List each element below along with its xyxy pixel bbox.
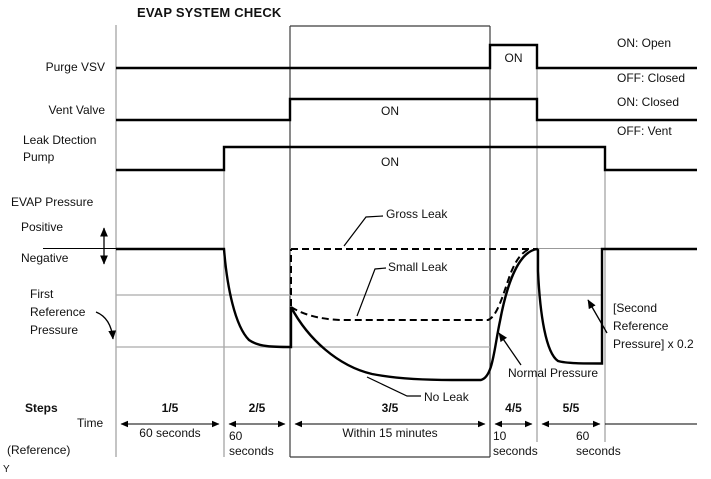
purge-vsv-waveform xyxy=(116,43,697,70)
reference-lines xyxy=(116,294,602,348)
leak-pump-label-line1: Leak Dtection xyxy=(23,133,97,147)
leak-pump-on-label: ON xyxy=(381,155,399,169)
gross-leak-label: Gross Leak xyxy=(386,207,448,221)
step-2-number: 2/5 xyxy=(248,401,266,415)
time-axis-label: Time xyxy=(77,416,104,430)
first-reference-label-line1: First xyxy=(30,287,54,301)
small-leak-label: Small Leak xyxy=(388,260,448,274)
purge-vsv-on-label: ON xyxy=(504,51,523,65)
vent-valve-label: Vent Valve xyxy=(48,103,105,117)
legend-vent-off: OFF: Vent xyxy=(617,124,672,138)
step-5-time: 60 seconds xyxy=(576,429,621,458)
second-reference-label-line3: Pressure] x 0.2 xyxy=(613,337,694,351)
leak-detection-pump-waveform xyxy=(116,145,697,172)
second-reference-label-line1: [Second xyxy=(613,301,658,315)
normal-pressure-label: Normal Pressure xyxy=(508,366,599,380)
step-4-time: 10 seconds xyxy=(493,429,538,458)
evap-pressure-no-leak-curve xyxy=(116,247,697,382)
corner-mark: Y xyxy=(3,464,10,475)
step-4-number: 4/5 xyxy=(505,401,522,415)
gross-leak-curve xyxy=(290,248,537,306)
steps-axis-label: Steps xyxy=(25,401,58,415)
evap-pressure-label: EVAP Pressure xyxy=(11,195,94,209)
small-leak-curve xyxy=(290,248,531,321)
normal-pressure-arrow xyxy=(498,332,522,366)
first-reference-arrow xyxy=(95,311,117,340)
positive-label: Positive xyxy=(21,220,64,234)
second-reference-arrow xyxy=(587,299,608,334)
gridlines xyxy=(115,25,606,457)
step-3-time: Within 15 minutes xyxy=(342,426,438,440)
vent-valve-on-label: ON xyxy=(381,104,399,118)
legend-purge-on: ON: Open xyxy=(617,36,672,50)
no-leak-leader xyxy=(366,376,421,397)
leak-pump-label-line2: Pump xyxy=(23,150,55,164)
first-reference-label-line2: Reference xyxy=(30,305,86,319)
legend-purge-off: OFF: Closed xyxy=(617,71,686,85)
step-1-number: 1/5 xyxy=(161,401,179,415)
first-reference-label-line3: Pressure xyxy=(30,323,79,337)
page-title: EVAP SYSTEM CHECK xyxy=(137,5,282,20)
step-2-time: 60 seconds xyxy=(229,429,274,458)
step-3-number: 3/5 xyxy=(381,401,399,415)
second-reference-label-line2: Reference xyxy=(613,319,669,333)
step-5-number: 5/5 xyxy=(562,401,580,415)
gross-leak-leader xyxy=(343,215,384,247)
purge-vsv-label: Purge VSV xyxy=(45,60,105,74)
no-leak-label: No Leak xyxy=(424,390,469,404)
legend-vent-on: ON: Closed xyxy=(617,95,680,109)
step-1-time: 60 seconds xyxy=(139,426,201,440)
vent-valve-waveform xyxy=(116,97,697,122)
reference-axis-label: (Reference) xyxy=(7,443,71,457)
negative-label: Negative xyxy=(21,251,69,265)
small-leak-leader xyxy=(356,267,387,317)
